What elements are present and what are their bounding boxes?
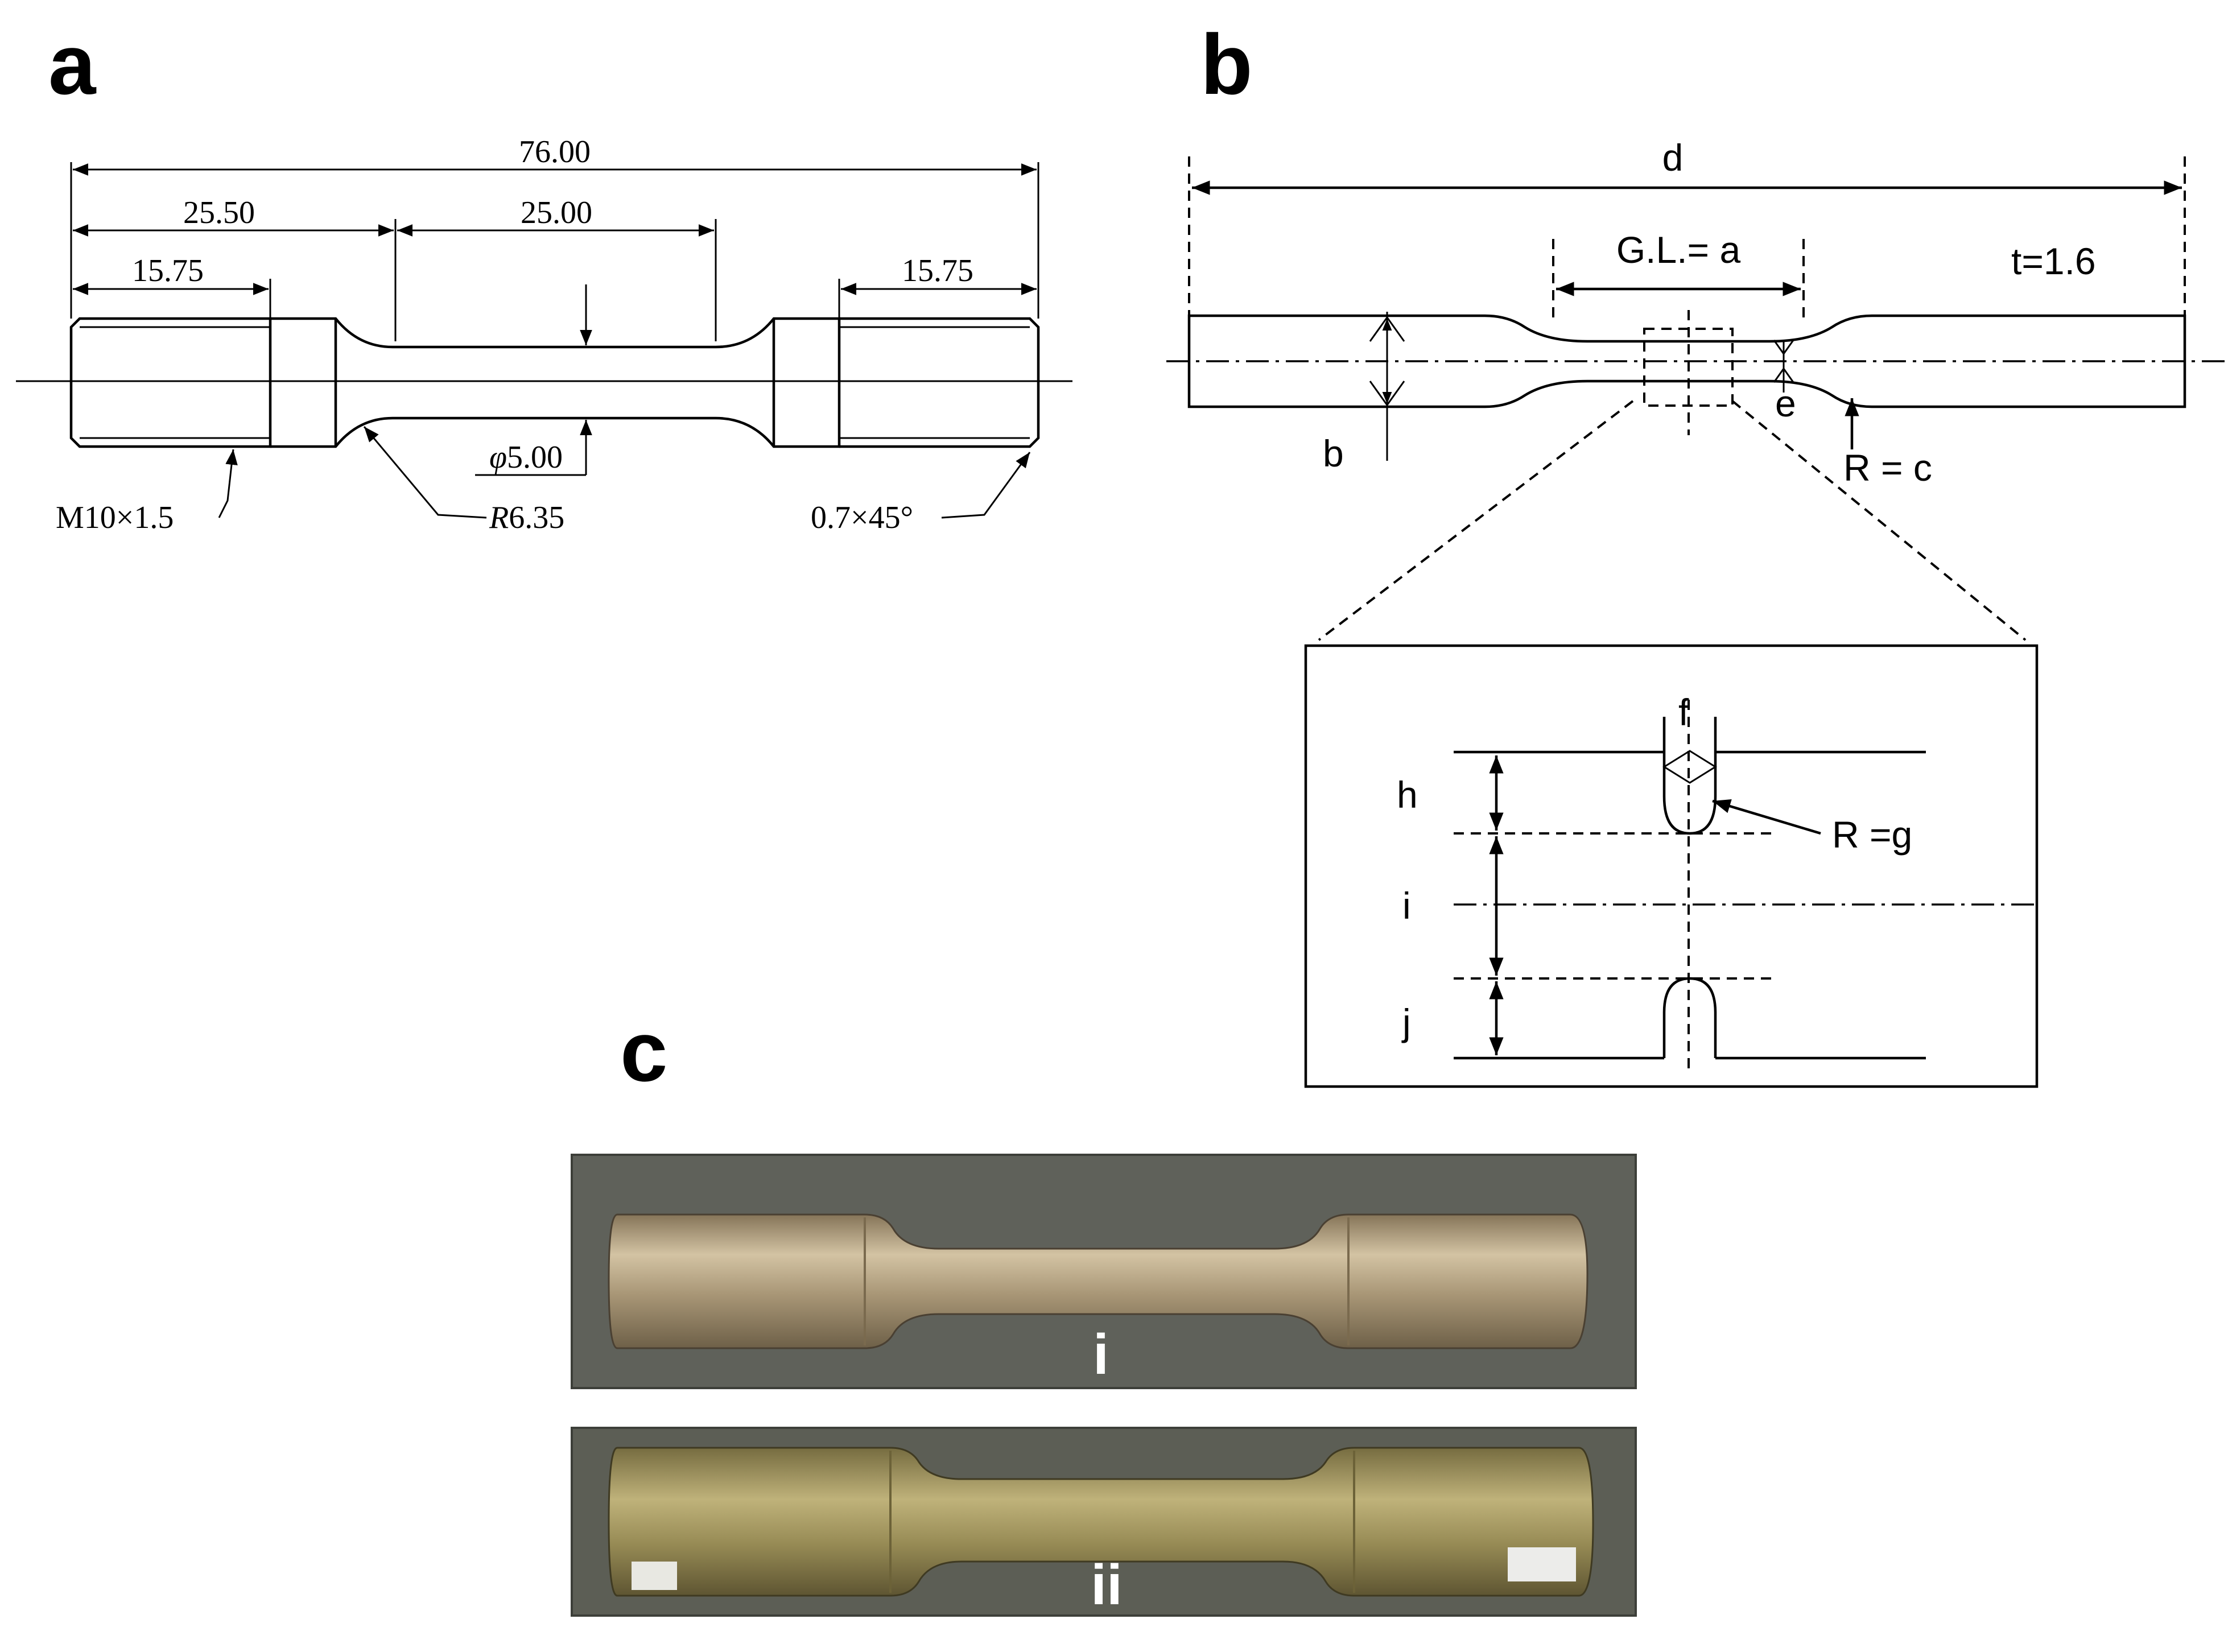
- label-thickness: t=1.6: [2011, 240, 2096, 282]
- panel-c: c i ii: [571, 1003, 1637, 1617]
- panel-b: b d G.L.= a t=1.6: [1166, 16, 2225, 1088]
- label-j: j: [1401, 1001, 1411, 1043]
- dim-overall-label: 76.00: [519, 134, 591, 170]
- chamfer-callout: 0.7×45°: [811, 452, 1031, 535]
- dim-thread-right-label: 15.75: [902, 253, 973, 288]
- label-f: f: [1678, 691, 1689, 733]
- photo-ii-label: ii: [1091, 1553, 1123, 1617]
- label-b: b: [1323, 432, 1344, 474]
- zoom-line-left: [1318, 400, 1634, 641]
- photo-specimen-i: i: [571, 1154, 1637, 1389]
- radius-label: R6.35: [489, 500, 564, 535]
- label-gauge: G.L.= a: [1616, 229, 1741, 271]
- diameter-callout: φ5.00: [475, 284, 592, 476]
- dim-gauge-label: 25.00: [521, 195, 592, 230]
- label-h: h: [1397, 774, 1418, 816]
- chamfer-callout-label: 0.7×45°: [811, 500, 913, 535]
- radius-c-callout: R = c: [1843, 398, 1932, 489]
- dimension-left-thread: 15.75: [73, 253, 271, 319]
- dimension-b: b: [1323, 312, 1405, 474]
- label-e: e: [1775, 382, 1796, 424]
- dim-left-label: 25.50: [183, 195, 255, 230]
- dimension-right-thread: 15.75: [838, 253, 1037, 319]
- label-radius-g: R =g: [1832, 813, 1912, 856]
- panel-a-letter: a: [48, 16, 97, 112]
- label-i: i: [1402, 885, 1411, 927]
- panel-b-letter: b: [1200, 16, 1253, 112]
- photo-i-label: i: [1093, 1323, 1109, 1386]
- panel-c-letter: c: [620, 1003, 667, 1099]
- thread-callout: M10×1.5: [56, 449, 238, 535]
- photo-specimen-ii: ii: [571, 1427, 1637, 1617]
- thread-callout-label: M10×1.5: [56, 500, 174, 535]
- diameter-label: φ5.00: [489, 440, 563, 475]
- zoom-line-right: [1731, 400, 2027, 641]
- dim-thread-left-label: 15.75: [132, 253, 204, 288]
- dimension-overall-length: 76.00: [70, 134, 1039, 319]
- round-specimen-drawing: [16, 317, 1072, 448]
- radius-callout: R6.35: [363, 426, 564, 535]
- dimension-d: d: [1188, 137, 2186, 319]
- label-d: d: [1662, 137, 1684, 179]
- notch-detail-box: f h i j R =g: [1304, 644, 2039, 1088]
- flat-specimen-drawing: [1166, 310, 2225, 435]
- dimension-e: e: [1773, 340, 1796, 424]
- dimension-left-length: 25.50: [73, 195, 397, 341]
- label-radius-c: R = c: [1843, 447, 1932, 489]
- panel-a: a 76.00 25.50 25.00 15.75: [16, 16, 1072, 535]
- dimension-gauge: G.L.= a: [1552, 229, 1805, 319]
- dimension-gauge-length: 25.00: [397, 195, 717, 341]
